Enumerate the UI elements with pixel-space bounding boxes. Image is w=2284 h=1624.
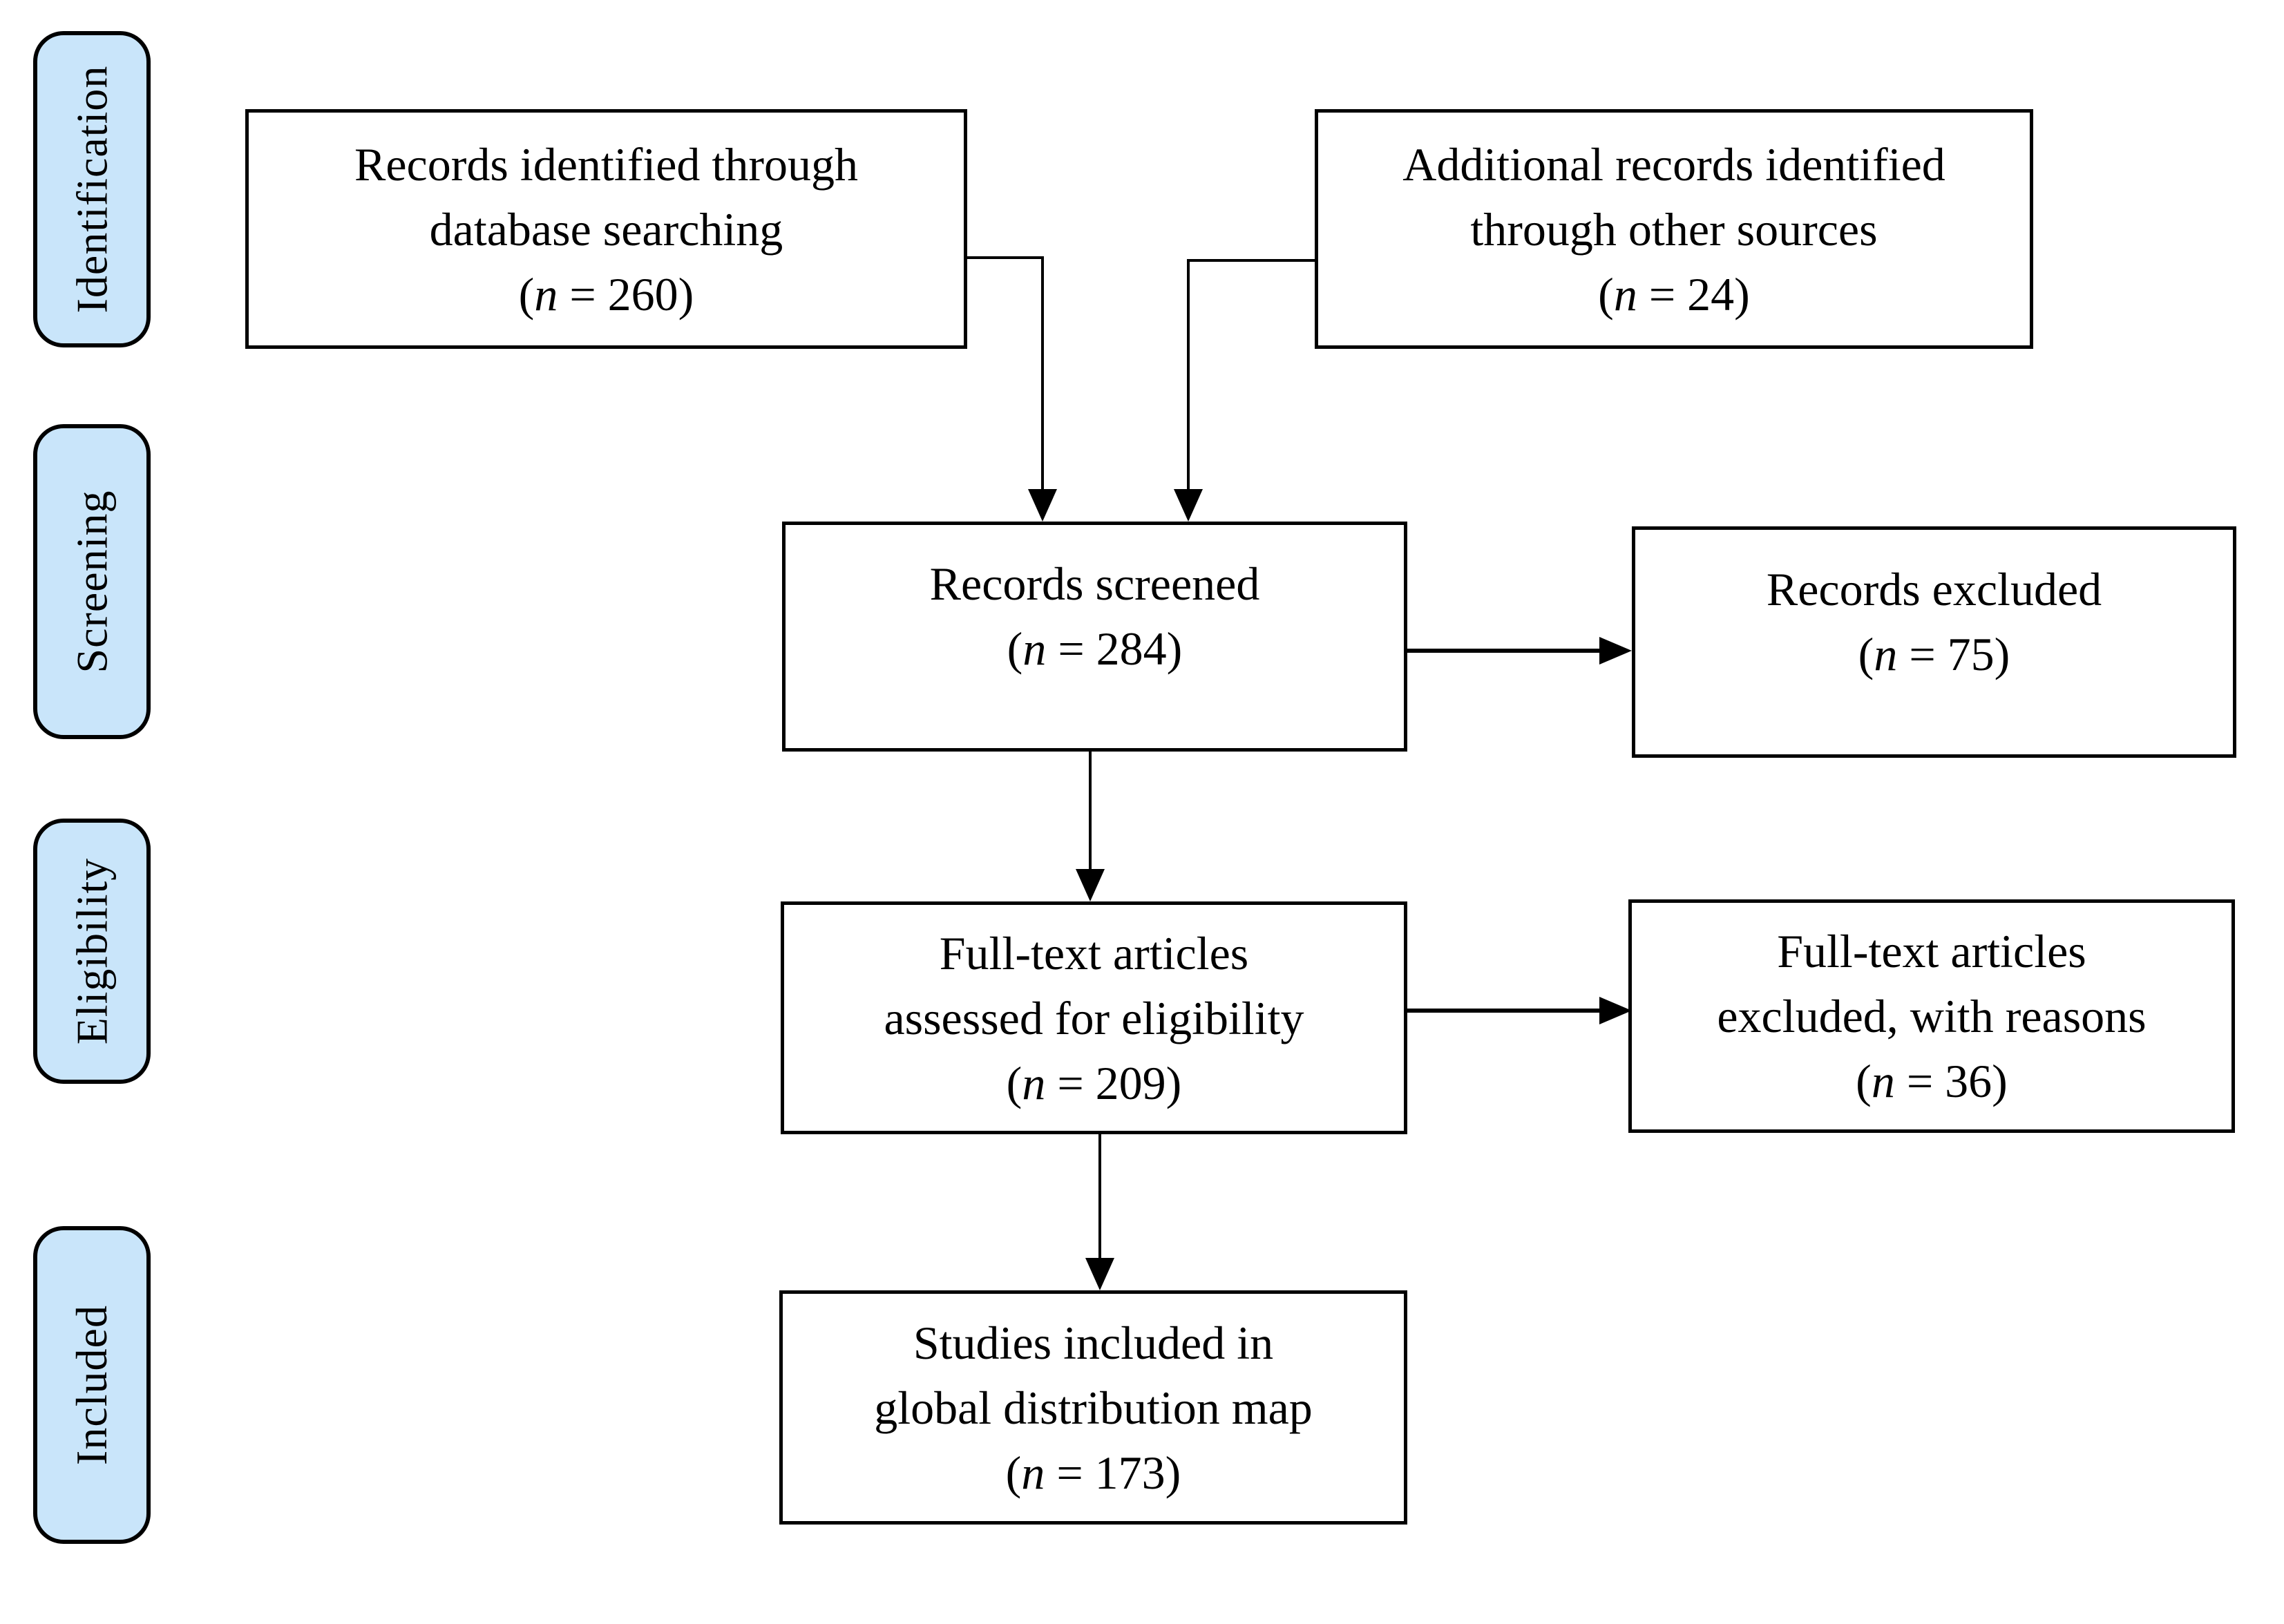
records-screened-line1: Records screened [929,557,1260,610]
flow-box-records-screened: Records screened (n = 284) [782,522,1407,752]
arrow-right-icon [1599,637,1632,665]
count-suffix: = 260) [558,267,694,321]
flow-box-fulltext-assessed: Full-text articles assessed for eligibil… [781,901,1407,1134]
arrow-down-icon [1076,869,1105,901]
count-prefix: ( [1005,1446,1022,1499]
count-suffix: = 173) [1045,1446,1181,1499]
records-excluded-count: (n = 75) [1858,622,2010,687]
count-suffix: = 209) [1045,1056,1182,1109]
flow-box-studies-included: Studies included in global distribution … [779,1290,1407,1525]
count-variable: n [1022,1056,1046,1109]
flow-box-additional-records: Additional records identified through ot… [1315,109,2033,349]
stage-included: Included [33,1226,151,1544]
stage-included-label: Included [67,1305,116,1465]
arrow-right-icon [1599,997,1632,1024]
additional-records-line1: Additional records identified [1402,137,1945,191]
connector-fulltext-excluded [1407,1009,1601,1013]
fulltext-excluded-line2: excluded, with reasons [1717,990,2147,1042]
count-prefix: ( [1856,1055,1872,1107]
records-excluded-line1: Records excluded [1766,562,2102,615]
fulltext-assessed-line2: assessed for eligibility [884,991,1304,1044]
count-prefix: ( [1006,1056,1022,1109]
stage-identification: Identification [33,31,151,347]
additional-records-count: (n = 24) [1598,262,1750,327]
records-screened-count: (n = 284) [1007,616,1183,681]
count-prefix: ( [1858,627,1874,680]
records-identified-line2: database searching [429,202,783,256]
count-variable: n [1613,267,1637,321]
connector-additional-vertical [1187,259,1190,491]
stage-eligibility-label: Eligibility [67,857,116,1045]
connector-screened-fulltext [1089,752,1092,871]
stage-identification-label: Identification [67,65,116,314]
arrow-down-icon [1028,489,1057,522]
count-prefix: ( [1007,622,1023,675]
count-suffix: = 24) [1637,267,1750,321]
fulltext-excluded-line1: Full-text articles [1777,925,2086,977]
records-identified-line1: Records identified through [354,137,858,191]
count-suffix: = 284) [1046,622,1183,675]
count-variable: n [1871,1055,1895,1107]
records-identified-count: (n = 260) [519,262,694,327]
connector-additional-horizontal [1187,259,1316,262]
connector-fulltext-studies [1098,1134,1101,1260]
count-prefix: ( [1598,267,1614,321]
arrow-down-icon [1085,1258,1114,1290]
additional-records-line2: through other sources [1470,202,1878,256]
count-variable: n [1874,627,1898,680]
studies-included-line1: Studies included in [913,1316,1274,1369]
stage-screening: Screening [33,424,151,739]
count-prefix: ( [518,267,535,321]
count-variable: n [1021,1446,1045,1499]
flow-box-fulltext-excluded: Full-text articles excluded, with reason… [1628,899,2235,1133]
fulltext-assessed-count: (n = 209) [1007,1051,1182,1116]
studies-included-line2: global distribution map [874,1381,1313,1434]
count-suffix: = 75) [1897,627,2010,680]
arrow-down-icon [1174,489,1203,522]
stage-eligibility: Eligibility [33,819,151,1084]
flow-box-records-identified: Records identified through database sear… [245,109,967,349]
flow-box-records-excluded: Records excluded (n = 75) [1632,526,2236,758]
stage-screening-label: Screening [67,490,116,674]
count-variable: n [534,267,558,321]
studies-included-count: (n = 173) [1006,1440,1181,1505]
fulltext-assessed-line1: Full-text articles [939,926,1249,980]
fulltext-excluded-count: (n = 36) [1856,1049,2008,1114]
connector-identified-horizontal [966,256,1044,259]
connector-screened-excluded [1407,649,1601,653]
count-suffix: = 36) [1894,1055,2008,1107]
connector-identified-vertical [1041,256,1044,491]
count-variable: n [1022,622,1047,675]
